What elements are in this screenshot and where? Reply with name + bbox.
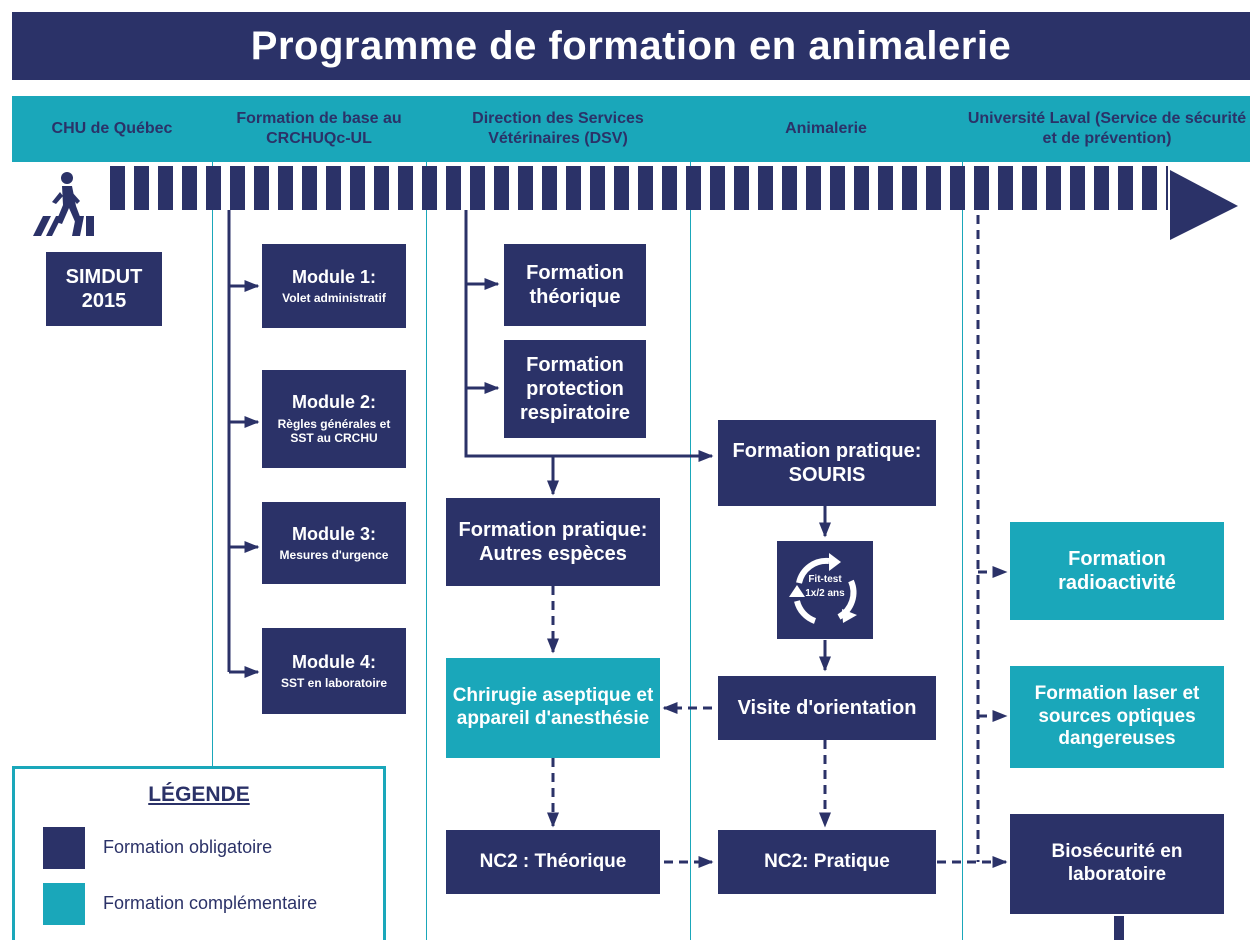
module-1-box: Module 1: Volet administratif (262, 244, 406, 328)
module-1-subtitle: Volet administratif (282, 291, 386, 306)
dashed-connectors (547, 215, 1008, 868)
lane-header-formation-base: Formation de base au CRCHUQc-UL (236, 110, 402, 147)
formation-protection-box: Formation protection respiratoire (504, 340, 646, 438)
legend-label-complementary: Formation complémentaire (103, 893, 318, 913)
lane-divider (212, 96, 213, 940)
pratique-autres-box: Formation pratique: Autres espèces (446, 498, 660, 586)
fit-test-box: Fit-test 1x/2 ans (777, 541, 873, 639)
formation-theorique-box: Formation théorique (504, 244, 646, 326)
legend-swatch-complementary (43, 883, 85, 925)
module-4-title: Module 4: (292, 651, 376, 672)
lane-header-universite-laval: Université Laval (Service de sécurité et… (967, 110, 1247, 147)
visite-orientation-box: Visite d'orientation (718, 676, 936, 740)
module-connectors (227, 210, 260, 678)
timeline-arrow (110, 166, 1238, 240)
continuation-bar (1114, 916, 1124, 940)
fit-test-label: Fit-test (808, 574, 842, 585)
legend: LÉGENDE Formation obligatoire Formation … (12, 766, 386, 940)
lane-header-bar (12, 96, 1250, 162)
module-3-title: Module 3: (292, 523, 376, 544)
fit-test-frequency: 1x/2 ans (805, 587, 845, 599)
legend-label-mandatory: Formation obligatoire (103, 837, 273, 857)
module-2-subtitle: Règles générales et SST au CRCHU (277, 416, 391, 446)
pedestrian-crossing-icon (33, 172, 94, 236)
lane-divider (690, 96, 691, 940)
module-3-box: Module 3: Mesures d'urgence (262, 502, 406, 584)
simdut-box: SIMDUT 2015 (46, 252, 162, 326)
lane-header-chu: CHU de Québec (51, 120, 173, 137)
nc2-theorique-box: NC2 : Théorique (446, 830, 660, 894)
page-title: Programme de formation en animalerie (12, 12, 1250, 80)
radioactivite-box: Formation radioactivité (1010, 522, 1224, 620)
chirurgie-box: Chrirugie aseptique et appareil d'anesth… (446, 658, 660, 758)
module-2-title: Module 2: (292, 392, 376, 413)
laser-box: Formation laser et sources optiques dang… (1010, 666, 1224, 768)
biosecurite-box: Biosécurité en laboratoire (1010, 814, 1224, 914)
module-4-box: Module 4: SST en laboratoire (262, 628, 406, 714)
module-2-box: Module 2: Règles générales et SST au CRC… (262, 370, 406, 468)
module-1-title: Module 1: (292, 266, 376, 287)
nc2-pratique-box: NC2: Pratique (718, 830, 936, 894)
lane-divider (426, 96, 427, 940)
lane-header-animalerie: Animalerie (785, 120, 867, 137)
dsv-connectors (464, 210, 831, 672)
lane-divider (962, 96, 963, 940)
module-4-subtitle: SST en laboratoire (280, 676, 388, 691)
module-3-subtitle: Mesures d'urgence (279, 548, 389, 563)
legend-swatch-mandatory (43, 827, 85, 869)
pratique-souris-box: Formation pratique: SOURIS (718, 420, 936, 506)
cycle-icon (789, 553, 857, 624)
lane-header-dsv: Direction des Services Vétérinaires (DSV… (472, 110, 644, 147)
legend-title: LÉGENDE (148, 783, 250, 806)
